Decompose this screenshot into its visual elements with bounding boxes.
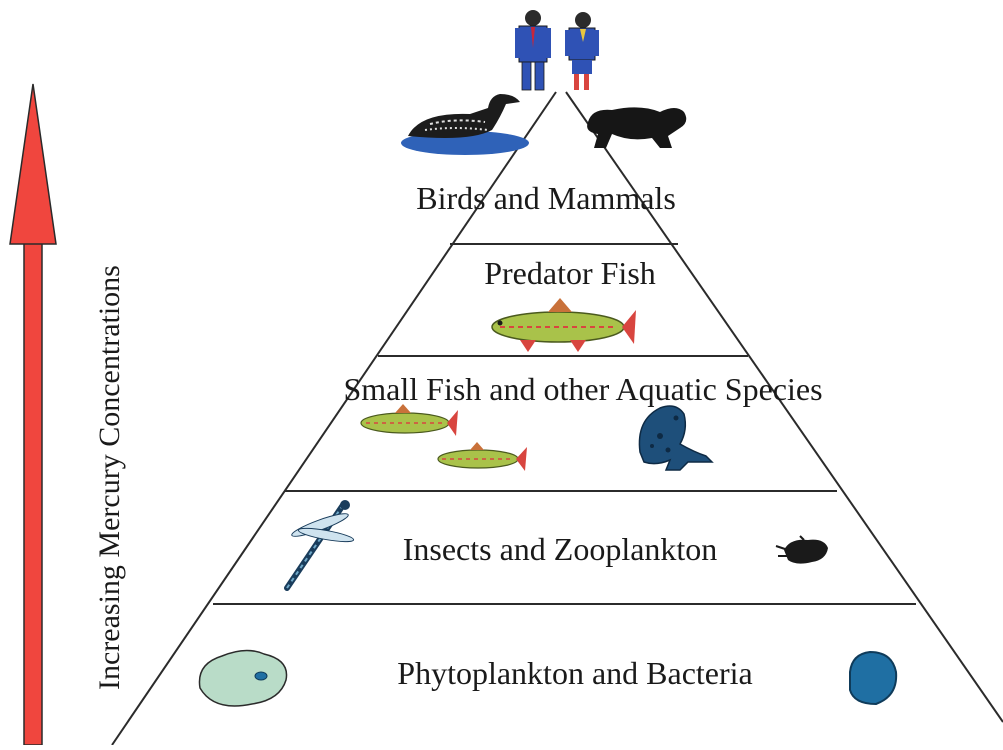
- level-label-insects-zooplankton: Insects and Zooplankton: [403, 531, 718, 568]
- level-label-predator-fish: Predator Fish: [484, 255, 656, 292]
- phytoplankton-icon: [199, 650, 286, 706]
- small-fish-icon: [361, 404, 458, 436]
- level-label-small-fish: Small Fish and other Aquatic Species: [343, 371, 822, 408]
- small-fish-icon: [438, 442, 527, 471]
- dragonfly-icon: [287, 500, 354, 588]
- trout-icon: [492, 298, 636, 352]
- loon-icon: [401, 94, 529, 155]
- zooplankton-icon: [776, 536, 828, 564]
- otter-icon: [587, 107, 686, 148]
- mercury-arrow: [10, 84, 56, 745]
- axis-label: Increasing Mercury Concentrations: [93, 265, 127, 690]
- woman-figure: [565, 12, 599, 90]
- people-icon: [515, 10, 599, 90]
- man-figure: [515, 10, 551, 90]
- frog-icon: [639, 406, 712, 470]
- level-label-phytoplankton-bacteria: Phytoplankton and Bacteria: [397, 655, 752, 692]
- bacteria-icon: [850, 652, 896, 704]
- level-label-birds-mammals: Birds and Mammals: [416, 180, 676, 217]
